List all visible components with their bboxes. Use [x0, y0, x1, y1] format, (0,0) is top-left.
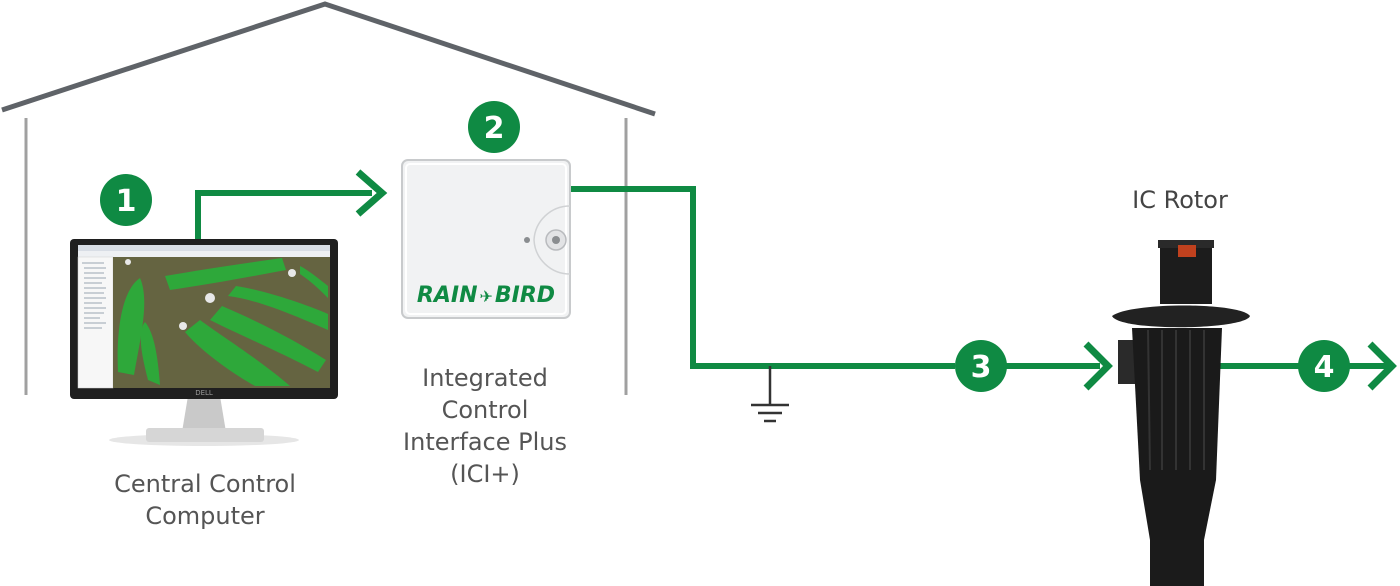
central-computer-monitor: DELL [70, 239, 338, 446]
step-badge-4: 4 [1298, 340, 1350, 392]
ici-label-line-3: Interface Plus [370, 426, 600, 458]
computer-label-line-2: Computer [80, 500, 330, 532]
ici-label-line-1: Integrated [370, 362, 600, 394]
computer-label-line-1: Central Control [80, 468, 330, 500]
computer-to-ici-line [198, 193, 372, 240]
step-badge-3: 3 [955, 340, 1007, 392]
central-control-computer-label: Central Control Computer [80, 468, 330, 532]
step-badge-1: 1 [100, 174, 152, 226]
svg-text:4: 4 [1314, 350, 1335, 385]
monitor-brand: DELL [195, 389, 213, 397]
house-roof [2, 4, 655, 114]
svg-text:1: 1 [116, 184, 137, 219]
svg-text:2: 2 [484, 111, 505, 146]
ic-rotor-device [1112, 240, 1250, 586]
ic-rotor-label: IC Rotor [1110, 184, 1250, 216]
ici-label-line-2: Control [370, 394, 600, 426]
ici-to-field-line [570, 189, 955, 366]
ici-label-line-4: (ICI+) [370, 458, 600, 490]
ici-plus-label: Integrated Control Interface Plus (ICI+) [370, 362, 600, 490]
step-badge-2: 2 [468, 101, 520, 153]
rainbird-logo: RAIN✈BIRD [417, 283, 555, 308]
svg-text:3: 3 [971, 350, 992, 385]
ici-plus-controller: RAIN✈BIRD [402, 160, 570, 318]
ground-symbol-icon [751, 366, 789, 421]
